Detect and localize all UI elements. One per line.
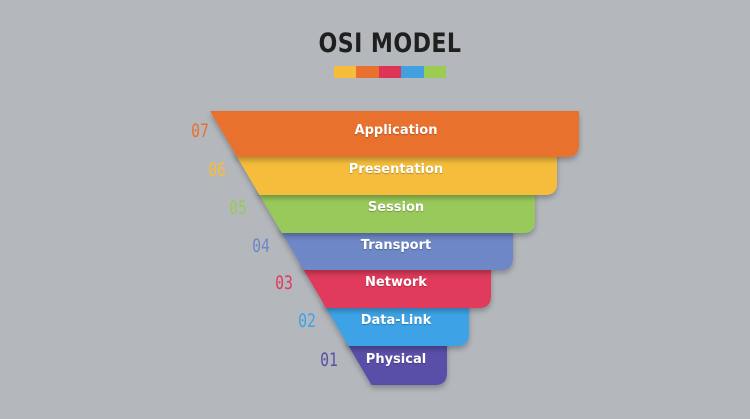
layer-label-physical: Physical (365, 351, 427, 367)
layer-band-data-link (322, 302, 469, 346)
layer-band-presentation (233, 151, 557, 195)
layer-number-05: 05 (229, 197, 247, 219)
color-swatch (356, 66, 379, 78)
color-swatch (401, 66, 424, 78)
layer-number-02: 02 (298, 310, 316, 332)
layer-band-application (210, 111, 579, 157)
layer-number-03: 03 (275, 272, 293, 294)
layer-number-07: 07 (191, 120, 209, 142)
layer-number-01: 01 (320, 348, 338, 371)
layer-label-application: Application (354, 123, 438, 138)
layer-band-network (300, 264, 491, 308)
layer-number-04: 04 (252, 234, 270, 257)
layer-band-session (255, 189, 535, 233)
diagram-title: OSI MODEL (318, 28, 462, 59)
layer-number-06: 06 (208, 159, 226, 181)
layer-label-session: Session (367, 200, 425, 215)
layer-band-transport (278, 227, 513, 270)
layer-label-network: Network (365, 275, 427, 290)
layer-label-transport: Transport (360, 237, 432, 253)
color-swatch (423, 66, 447, 78)
layer-label-presentation: Presentation (348, 162, 444, 177)
color-swatch (378, 66, 402, 78)
layer-band-physical (345, 340, 447, 385)
color-swatch (334, 66, 357, 78)
color-swatch-strip (334, 66, 447, 78)
layer-label-data-link: Data-Link (360, 313, 432, 328)
